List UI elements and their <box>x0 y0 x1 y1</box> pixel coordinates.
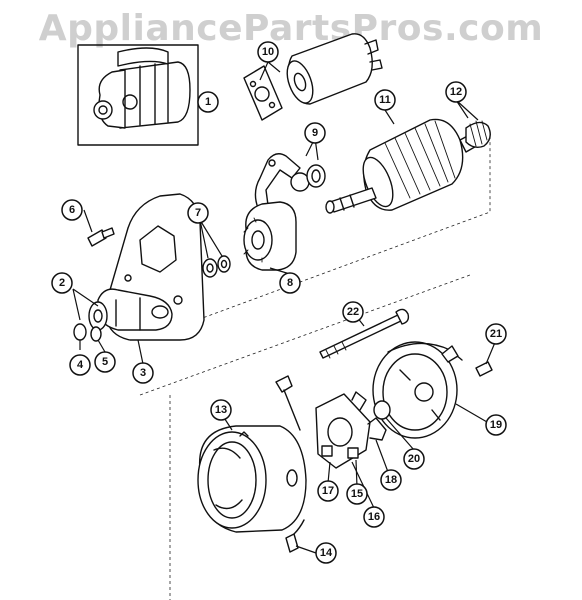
callout-11: 11 <box>374 89 396 111</box>
callout-2: 2 <box>51 272 73 294</box>
part-brush <box>285 519 305 553</box>
svg-text:14: 14 <box>320 547 333 559</box>
boundary-line-lower <box>139 274 471 396</box>
callout-19: 19 <box>485 414 507 436</box>
callout-3: 3 <box>132 362 154 384</box>
callout-18: 18 <box>380 469 402 491</box>
callout-13: 13 <box>210 399 232 421</box>
callout-6: 6 <box>61 199 83 221</box>
part-screw <box>475 361 493 377</box>
svg-text:17: 17 <box>322 485 334 497</box>
part-brush-holder <box>275 375 387 469</box>
part-drive-gear <box>243 201 297 271</box>
part-yoke-housing <box>197 425 307 533</box>
svg-text:4: 4 <box>77 359 84 371</box>
part-bushing <box>73 323 87 341</box>
svg-text:5: 5 <box>102 356 108 368</box>
svg-text:2: 2 <box>59 277 65 289</box>
watermark-logo: AppliancePartsPros.com <box>38 8 544 49</box>
svg-text:1: 1 <box>205 96 211 108</box>
part-starter-assembly <box>77 44 199 146</box>
svg-text:12: 12 <box>450 86 462 98</box>
part-solenoid <box>243 33 383 121</box>
svg-text:21: 21 <box>490 328 502 340</box>
svg-text:20: 20 <box>408 453 420 465</box>
svg-text:13: 13 <box>215 404 227 416</box>
callout-20: 20 <box>403 448 425 470</box>
callout-7: 7 <box>187 202 209 224</box>
callout-21: 21 <box>485 323 507 345</box>
svg-text:7: 7 <box>195 207 201 219</box>
callout-12: 12 <box>445 81 467 103</box>
part-end-bushing <box>373 400 391 420</box>
svg-text:3: 3 <box>140 367 146 379</box>
svg-text:18: 18 <box>385 474 397 486</box>
callout-1: 1 <box>197 91 219 113</box>
callout-9: 9 <box>304 122 326 144</box>
callout-5: 5 <box>94 351 116 373</box>
callout-4: 4 <box>69 354 91 376</box>
part-bolt <box>87 227 115 247</box>
part-drive-housing <box>88 193 205 341</box>
svg-text:8: 8 <box>287 277 293 289</box>
callout-22: 22 <box>342 301 364 323</box>
callout-14: 14 <box>315 542 337 564</box>
boundary-line-upper <box>169 135 491 331</box>
callout-17: 17 <box>317 480 339 502</box>
callout-15: 15 <box>346 483 368 505</box>
svg-text:22: 22 <box>347 306 359 318</box>
part-armature <box>325 118 481 214</box>
svg-text:15: 15 <box>351 488 363 500</box>
part-plug <box>90 326 102 342</box>
part-through-bolt <box>319 308 410 359</box>
callout-16: 16 <box>363 506 385 528</box>
svg-text:6: 6 <box>69 204 75 216</box>
svg-text:11: 11 <box>379 94 391 106</box>
part-end-frame <box>372 341 463 439</box>
part-bearing-spring <box>465 120 491 149</box>
svg-text:16: 16 <box>368 511 380 523</box>
svg-text:19: 19 <box>490 419 502 431</box>
part-washers <box>202 255 231 278</box>
svg-text:9: 9 <box>312 127 318 139</box>
callout-8: 8 <box>279 272 301 294</box>
part-shift-lever <box>254 153 326 209</box>
svg-text:10: 10 <box>262 46 274 58</box>
callout-10: 10 <box>257 41 279 63</box>
